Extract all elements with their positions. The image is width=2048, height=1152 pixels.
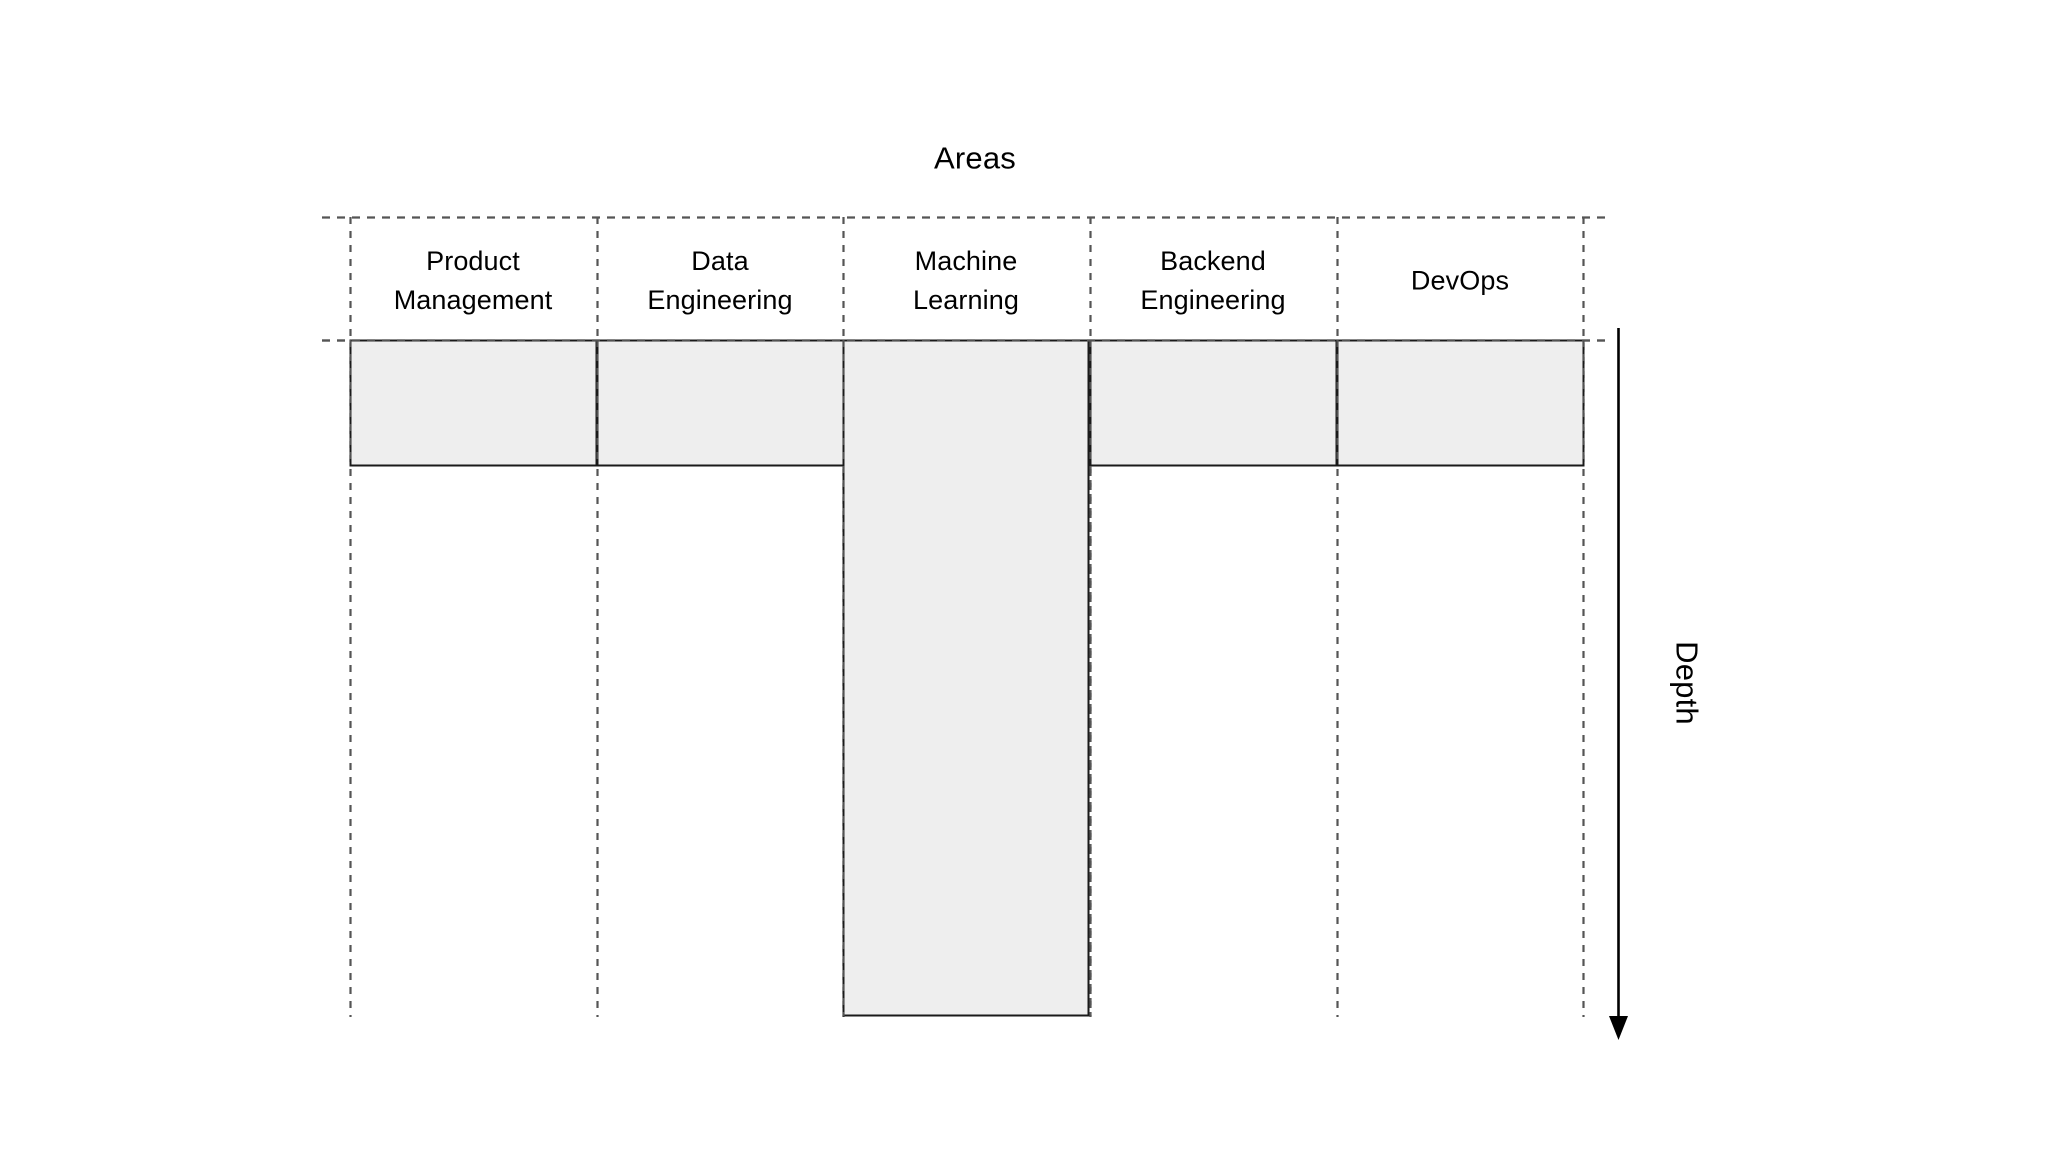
area-label-backend-engineering: Backend Engineering [1140, 246, 1286, 315]
grid-overlay-on-bars [322, 339, 1612, 1016]
bar-backend-engineering[interactable] [1089, 339, 1338, 467]
bar-product-management[interactable] [349, 339, 598, 467]
bar-machine-learning[interactable] [842, 339, 1090, 1017]
bars-group [349, 339, 1585, 1017]
axis-label-depth: Depth [1669, 641, 1705, 725]
area-label-product-management: Product Management [393, 246, 553, 315]
area-label-devops: DevOps [1410, 265, 1510, 296]
depth-axis-arrow [1609, 328, 1628, 1040]
depth-arrow-head-icon [1609, 1016, 1628, 1040]
bar-devops[interactable] [1336, 339, 1585, 467]
area-label-machine-learning: Machine Learning [913, 246, 1019, 315]
bar-data-engineering[interactable] [596, 339, 845, 467]
page-title: Areas [934, 140, 1016, 176]
area-label-data-engineering: Data Engineering [647, 246, 793, 315]
